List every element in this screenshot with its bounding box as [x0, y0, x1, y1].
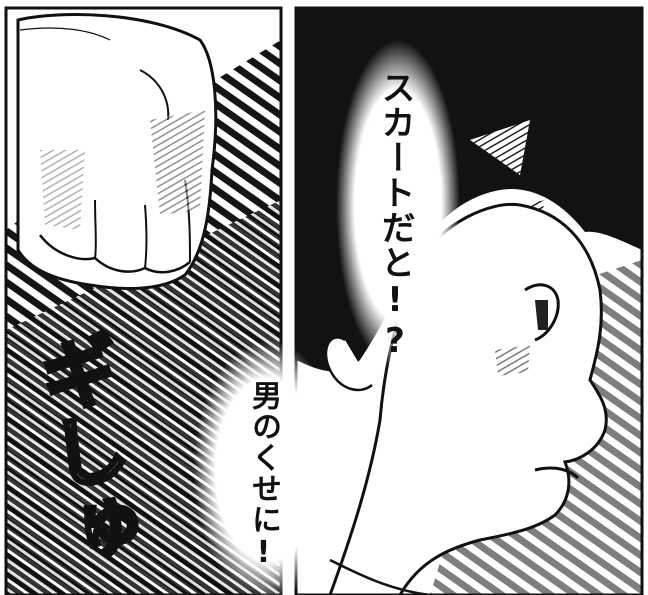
left-panel-border — [4, 6, 283, 595]
speech-glow-2 — [193, 340, 343, 595]
speech-text-boy: 男のくせに! — [246, 380, 281, 571]
speech-glow-1 — [336, 40, 460, 370]
speech-text-skirt: スカートだと!? — [375, 70, 415, 362]
eye — [524, 283, 560, 342]
mouth — [534, 466, 580, 480]
right-panel-border — [294, 6, 644, 595]
fist-drawing — [16, 13, 218, 290]
